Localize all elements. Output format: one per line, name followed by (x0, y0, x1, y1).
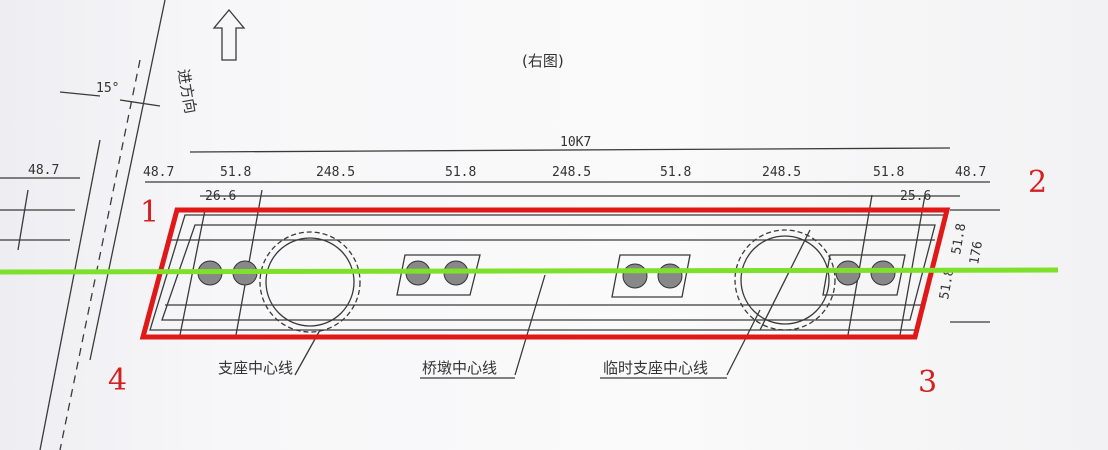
dimension-label: 25.6 (900, 189, 931, 204)
bearings (197, 260, 896, 289)
corner-marker-4: 4 (108, 363, 127, 398)
dimension-label: 51.8 (445, 165, 476, 180)
direction-arrow-icon (212, 8, 246, 61)
direction-label: 进方向 (174, 68, 200, 115)
corner-marker-3: 3 (918, 365, 937, 400)
dimension-label: 51.8 (949, 222, 969, 255)
corner-marker-2: 2 (1028, 165, 1047, 200)
left-partial-view (0, 0, 166, 450)
dimension-label: 48.7 (143, 165, 174, 180)
leader-lines (294, 274, 761, 379)
dimension-label: 248.5 (762, 165, 801, 180)
red-outline-annotation (139, 207, 951, 340)
pier-centerline-label: 桥墩中心线 (422, 359, 497, 377)
dimension-label: 51.8 (220, 165, 251, 180)
dimension-label: 248.5 (552, 165, 591, 180)
top-dimensions: 48.7 51.8 248.5 51.8 248.5 51.8 248.5 51… (143, 165, 986, 204)
dimension-label: 248.5 (316, 165, 355, 180)
dimension-label: 26.6 (205, 189, 236, 204)
dimension-label: 48.7 (955, 165, 986, 180)
left-edge-dimension: 48.7 (28, 163, 59, 178)
dimension-label: 51.8 (660, 165, 691, 180)
angle-label: 15° (96, 81, 119, 96)
dimension-label: 176 (967, 240, 986, 266)
temporary-bearing-centerline-label: 临时支座中心线 (603, 359, 708, 377)
overall-dimension: 10K7 (560, 135, 591, 150)
right-dimensions: 51.8 51.8 176 (937, 222, 986, 300)
green-centerline-annotation (0, 267, 1059, 275)
bearing-centerline-label: 支座中心线 (218, 359, 293, 377)
drawing-title: (右图) (522, 52, 564, 70)
dimension-label: 51.8 (873, 165, 904, 180)
corner-marker-1: 1 (140, 195, 159, 230)
pier-cap (149, 189, 946, 336)
dimension-label: 51.8 (937, 267, 957, 300)
dimension-lines (145, 147, 1000, 323)
